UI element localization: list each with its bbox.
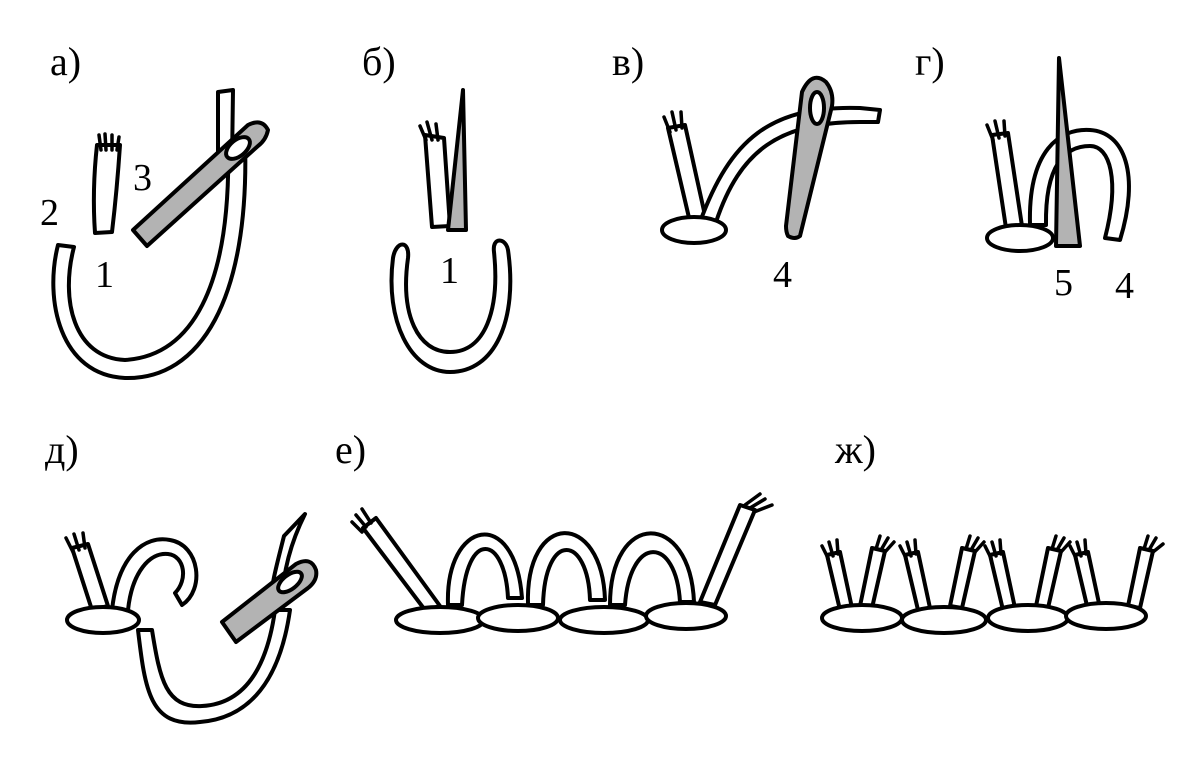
panel-zh: ж) [820,427,1165,635]
panel-g-number-5: 5 [1054,262,1073,304]
needle-eye [808,90,826,126]
panel-b: б) 1 [362,39,513,374]
thread-tuft [418,120,440,142]
needle-eye [224,135,252,161]
needle [446,88,468,232]
panel-g-label: г) [915,39,945,84]
thread-loop [389,238,513,374]
thread-arc [698,105,882,224]
thread-tuft [64,531,87,554]
thread-tuft [350,507,373,534]
panel-zh-label: ж) [834,427,876,472]
thread-end [423,133,452,229]
panel-e: е) [335,427,774,635]
panel-a-number-1: 1 [95,254,114,296]
knot [820,603,904,633]
thread-loop [136,608,292,725]
panel-d: д) [45,427,319,725]
panel-b-label: б) [362,39,396,84]
thread-end [666,123,708,224]
knot [476,603,560,633]
thread-tuft [97,132,121,152]
panel-v-number-4: 4 [773,254,792,296]
thread-tuft [985,119,1007,142]
thread-end [990,131,1024,230]
knot [985,223,1055,253]
thread-end [361,516,442,612]
knot [65,605,141,635]
thread-end [70,542,110,612]
panel-a-number-3: 3 [133,157,152,199]
knot [644,601,728,631]
thread-tuft [662,110,684,134]
knot [394,605,486,635]
needle-eye [276,569,304,595]
panel-g-number-4: 4 [1115,265,1134,307]
knot [900,605,988,635]
thread-arc [110,537,199,612]
panel-e-label: е) [335,427,366,472]
panel-a-label: а) [50,39,81,84]
knot [558,605,650,635]
panel-v: в) 4 [612,39,882,296]
cut-tufts [820,534,1165,612]
thread-tuft [743,492,774,514]
thread-arch [608,531,696,607]
thread-end [698,503,757,607]
knot [1064,601,1148,631]
needle [1054,56,1082,248]
thread-end [91,143,122,235]
panel-v-label: в) [612,39,644,84]
panel-b-number-1: 1 [440,250,459,292]
knot [986,603,1070,633]
knot [660,215,728,245]
panel-a: а) 3 2 1 [40,39,270,381]
panel-d-label: д) [45,427,79,472]
panel-g: г) 5 4 [915,39,1134,307]
thread-arch [445,532,524,607]
panel-a-number-2: 2 [40,192,59,234]
thread-arch [525,531,607,607]
